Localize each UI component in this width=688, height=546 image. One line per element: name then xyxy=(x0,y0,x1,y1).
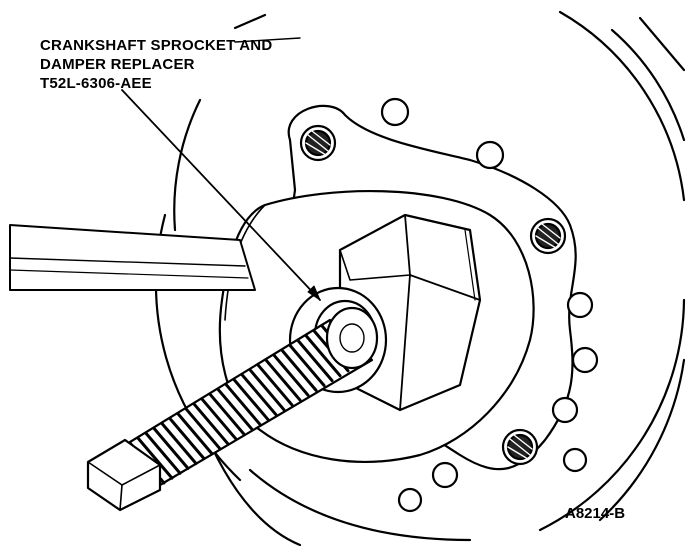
screw-thread xyxy=(296,339,334,383)
screw-thread xyxy=(280,348,318,392)
callout-line-3: T52L-6306-AEE xyxy=(40,75,152,92)
screw-thread xyxy=(304,334,342,378)
screw-thread xyxy=(184,407,222,451)
screw-thread xyxy=(144,431,182,475)
screw-thread xyxy=(288,343,326,387)
screw-thread xyxy=(232,378,270,422)
callout-line-2: DAMPER REPLACER xyxy=(40,56,195,73)
figure-code: A8214-B xyxy=(565,505,626,522)
square-drive-end xyxy=(86,438,162,512)
wrench-handle xyxy=(9,224,256,291)
screw-thread xyxy=(152,426,190,470)
pulley-rim-arcs xyxy=(154,10,686,546)
screw-thread xyxy=(176,412,214,456)
screw-thread xyxy=(256,363,294,407)
screw-thread xyxy=(160,421,198,465)
screw-thread xyxy=(264,358,302,402)
callout-underline xyxy=(234,37,301,43)
screw-thread xyxy=(136,436,174,480)
screw-thread xyxy=(168,417,206,461)
callout-leader-line xyxy=(121,89,321,301)
screw-thread xyxy=(200,397,238,441)
screw-thread xyxy=(272,353,310,397)
screw-thread xyxy=(208,392,246,436)
pulley-holes xyxy=(380,97,599,513)
screw-thread xyxy=(240,373,278,417)
tool-callout-label: CRANKSHAFT SPROCKET AND DAMPER REPLACER … xyxy=(40,36,272,93)
screw-thread xyxy=(216,387,254,431)
threaded-screw xyxy=(123,306,379,487)
callout-leader-arrow xyxy=(307,285,321,301)
screw-thread xyxy=(192,402,230,446)
threaded-bolt-holes xyxy=(299,124,567,466)
callout-line-1: CRANKSHAFT SPROCKET AND xyxy=(40,37,273,54)
screw-thread xyxy=(248,368,286,412)
screw-thread xyxy=(224,382,262,426)
bolt-hole-top-left xyxy=(299,124,337,162)
bolt-hole-bottom xyxy=(501,428,539,466)
bolt-hole-right xyxy=(529,217,567,255)
